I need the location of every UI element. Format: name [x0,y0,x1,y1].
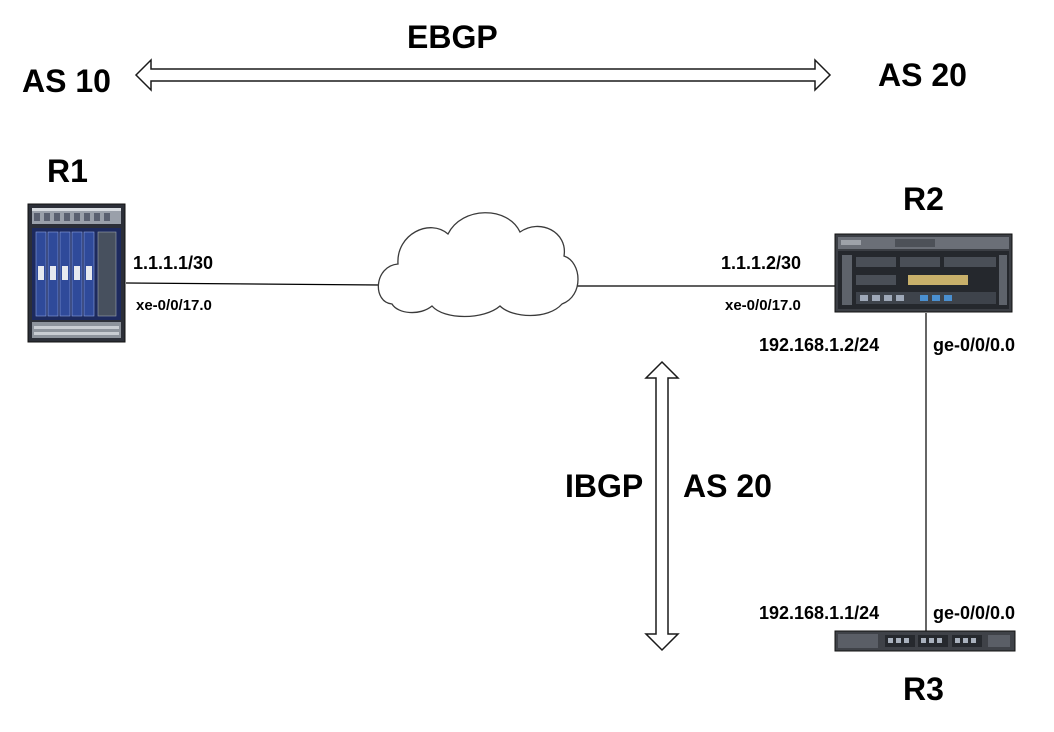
ibgp-arrow [644,360,680,652]
router-r1-icon [27,203,126,343]
r2-wan-interface-label: xe-0/0/17.0 [725,297,801,314]
r1-interface-label: xe-0/0/17.0 [136,297,212,314]
r1-ip-label: 1.1.1.1/30 [133,253,213,273]
r2-lan-interface-label: ge-0/0/0.0 [933,335,1015,355]
link-r1-cloud [125,282,381,286]
cloud-icon [377,212,579,318]
ibgp-label: IBGP [565,468,643,504]
router-r2-icon [834,233,1013,313]
as20-top-label: AS 20 [878,57,967,93]
router-r3-name: R3 [903,671,944,707]
r2-wan-ip-label: 1.1.1.2/30 [721,253,801,273]
as10-label: AS 10 [22,63,111,99]
router-r3-icon [834,630,1016,652]
ebgp-label: EBGP [407,19,498,55]
ebgp-arrow [134,58,832,92]
r2-lan-ip-label: 192.168.1.2/24 [759,335,879,355]
r3-ip-label: 192.168.1.1/24 [759,603,879,623]
router-r2-name: R2 [903,181,944,217]
router-r1-name: R1 [47,153,88,189]
r3-interface-label: ge-0/0/0.0 [933,603,1015,623]
as20-ibgp-label: AS 20 [683,468,772,504]
